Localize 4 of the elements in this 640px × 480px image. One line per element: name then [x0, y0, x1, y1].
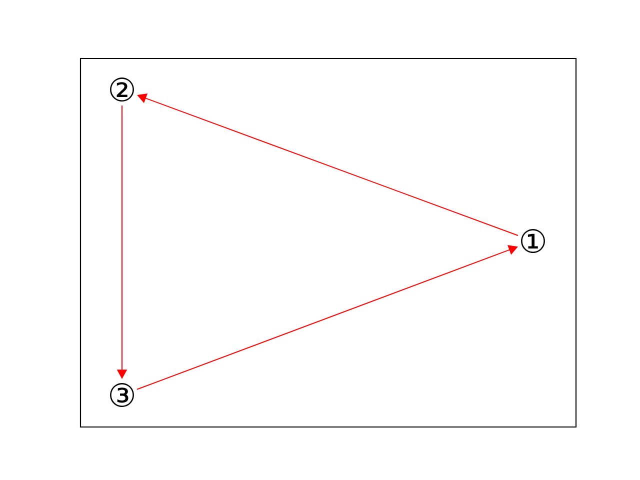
node-label: ②	[110, 78, 134, 102]
node-label: ①	[521, 229, 545, 253]
node-label: ③	[110, 383, 134, 407]
arrow	[136, 245, 518, 390]
